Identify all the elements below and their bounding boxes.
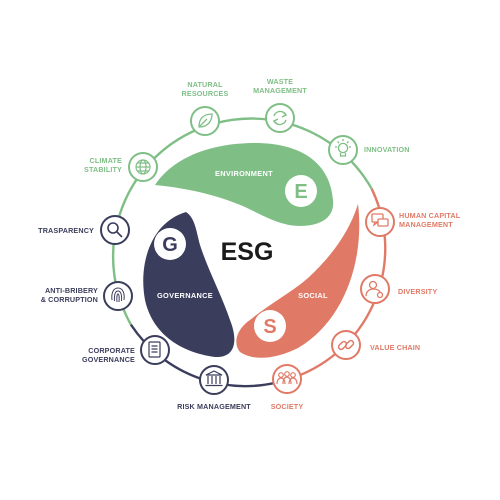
node-value-chain: VALUE CHAIN [331, 330, 420, 360]
diversity-label: DIVERSITY [398, 287, 437, 296]
risk-management-label: RISK MANAGEMENT [177, 402, 251, 411]
svg-text:ANTI-BRIBERY& CORRUPTION: ANTI-BRIBERY& CORRUPTION [41, 286, 98, 304]
innovation-label: INNOVATION [364, 145, 410, 154]
natural-resources-line1: NATURAL [187, 80, 223, 89]
node-transparency: TRASPARENCY [38, 215, 130, 245]
social-letter: S [263, 316, 276, 338]
node-anti-bribery: ANTI-BRIBERY& CORRUPTION [41, 281, 133, 311]
social-title: SOCIAL [298, 291, 328, 300]
institution-icon [205, 370, 223, 387]
environment-title: ENVIRONMENT [215, 169, 273, 178]
globe-icon [135, 159, 151, 175]
human-capital-line1: HUMAN CAPITAL [399, 211, 461, 220]
waste-management-line1: WASTE [267, 77, 293, 86]
people-group-icon [276, 371, 298, 385]
document-icon [148, 341, 161, 358]
node-diversity: DIVERSITY [360, 274, 437, 304]
environment-segment [155, 143, 334, 226]
corporate-governance-line2: GOVERNANCE [82, 355, 135, 364]
recycle-icon [272, 110, 288, 126]
chat-icon [371, 213, 389, 227]
governance-letter: G [162, 234, 178, 256]
anti-bribery-line1: ANTI-BRIBERY [45, 286, 98, 295]
magnifier-icon [107, 222, 123, 238]
node-society: SOCIETY [271, 364, 304, 411]
climate-stability-line2: STABILITY [84, 165, 122, 174]
social-badge [254, 310, 286, 342]
climate-stability-line1: CLIMATE [90, 156, 123, 165]
node-risk-management: RISK MANAGEMENT [177, 365, 251, 411]
person-icon [365, 280, 384, 299]
leaf-icon [198, 113, 213, 128]
corporate-governance-line1: CORPORATE [88, 346, 135, 355]
environment-badge [285, 175, 317, 207]
transparency-label: TRASPARENCY [38, 226, 94, 235]
governance-badge [154, 228, 186, 260]
environment-ring-arc [111, 117, 373, 326]
human-capital-line2: MANAGEMENT [399, 220, 453, 229]
lightbulb-icon [335, 139, 351, 157]
center-title: ESG [221, 238, 274, 266]
chain-link-icon [337, 339, 355, 351]
waste-management-line2: MANAGEMENT [253, 86, 307, 95]
society-label: SOCIETY [271, 402, 304, 411]
anti-bribery-line2: & CORRUPTION [41, 295, 98, 304]
fingerprint-icon [111, 287, 125, 303]
natural-resources-line2: RESOURCES [182, 89, 229, 98]
value-chain-label: VALUE CHAIN [370, 343, 420, 352]
node-innovation: INNOVATION [328, 135, 410, 165]
governance-title: GOVERNANCE [157, 291, 213, 300]
environment-letter: E [294, 181, 307, 203]
